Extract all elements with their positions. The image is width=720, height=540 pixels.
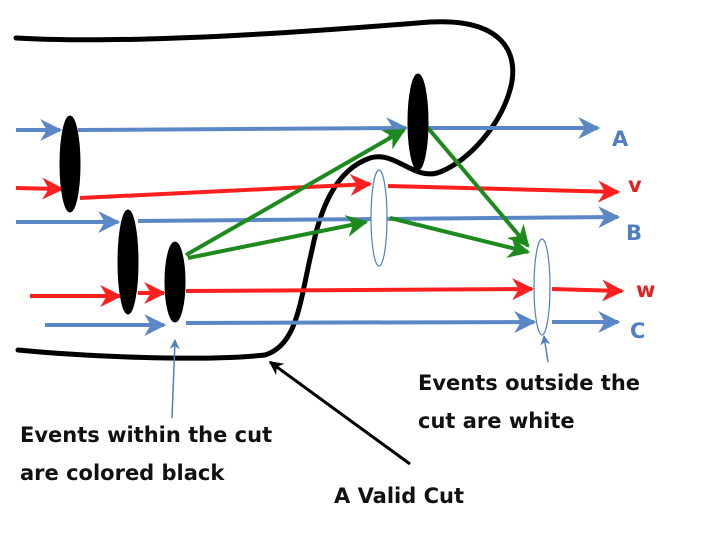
line-A-segment-2 (77, 117, 409, 140)
pointer-valid-cut (268, 360, 411, 466)
line-label-C: C (630, 319, 645, 343)
line-w-segment-3 (185, 278, 535, 301)
event-outside-cut-v (370, 169, 388, 267)
caption-outside-line1: Events outside the (418, 371, 640, 395)
event-inside-cut-C1 (164, 241, 186, 323)
pointer-inside-events (169, 339, 180, 419)
callout-pointers (169, 335, 551, 466)
event-inside-cut-B1 (117, 209, 139, 315)
caption-inside-line1: Events within the cut (20, 423, 272, 447)
pointer-outside-events (540, 335, 551, 363)
line-v-segment-1 (15, 177, 65, 200)
caption-inside-line2: are colored black (20, 461, 225, 485)
event-inside-cut-A2 (407, 73, 429, 171)
captions: Events outside the cut are white Events … (20, 371, 640, 508)
line-v-segment-2 (79, 173, 373, 200)
cut-boundary-curve (13, 19, 516, 361)
message-arrows (185, 126, 531, 260)
line-label-B: B (626, 221, 642, 245)
line-labels: A v B w C (612, 127, 655, 343)
line-label-w: w (636, 278, 655, 302)
event-inside-cut-A1 (59, 115, 81, 213)
message-arrow-from-A (426, 126, 530, 248)
line-v-segment-3 (387, 180, 621, 203)
message-arrow-to-B (187, 215, 369, 260)
caption-outside-line2: cut are white (418, 409, 575, 433)
message-arrow-to-A (185, 128, 406, 257)
line-w-segment-4 (551, 279, 625, 302)
message-arrow-from-B (389, 216, 531, 258)
line-label-A: A (612, 127, 629, 151)
caption-valid-cut: A Valid Cut (334, 484, 464, 508)
line-label-v: v (628, 173, 642, 197)
events (59, 73, 551, 336)
line-C-segment-2 (185, 311, 537, 334)
event-outside-cut-w (533, 238, 551, 336)
